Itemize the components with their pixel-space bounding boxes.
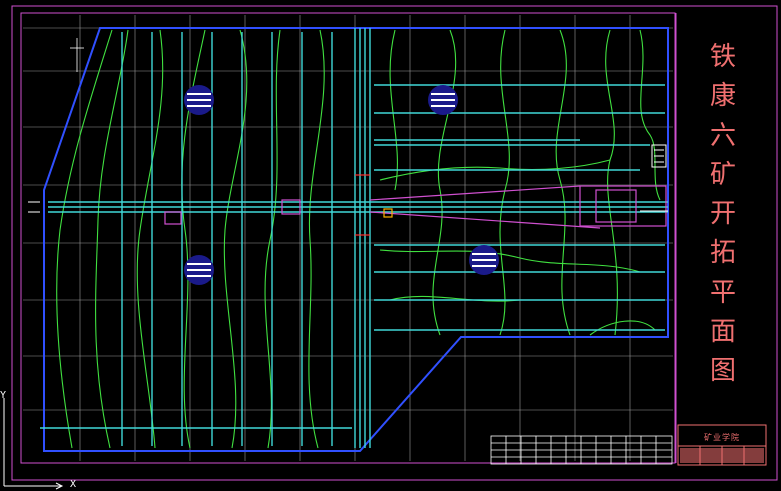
title-char: 平 — [709, 277, 736, 308]
inner-frame — [20, 12, 676, 464]
mine-boundary — [43, 27, 669, 452]
title-char: 拓 — [709, 238, 736, 269]
ucs-y-label: Y — [0, 390, 7, 401]
title-char: 铁 — [709, 42, 736, 72]
contour-lines — [56, 29, 661, 449]
crosshair-cursor — [70, 38, 84, 72]
title-char: 开 — [709, 199, 736, 229]
outer-frame — [11, 5, 778, 481]
panel-label-sw — [184, 255, 214, 285]
main-haulage — [164, 185, 667, 229]
panel-label-ne — [428, 85, 458, 115]
grid — [23, 15, 673, 461]
title-char: 矿 — [709, 159, 736, 190]
panel-label-nw — [184, 85, 214, 115]
institute-name: 矿业学院 — [704, 433, 740, 442]
shaft-station-detail — [28, 144, 668, 213]
ucs-icon — [3, 398, 64, 490]
institute-block — [677, 424, 767, 466]
panel-label-se — [469, 245, 499, 275]
title-char: 面 — [709, 316, 736, 347]
ucs-x-label: X — [70, 479, 77, 490]
shaft-markers — [355, 174, 393, 236]
drawing-title: 铁 康 六 矿 开 拓 平 面 图 — [697, 44, 749, 384]
title-char: 图 — [709, 356, 736, 386]
title-char: 六 — [709, 120, 736, 151]
title-char: 康 — [709, 81, 736, 112]
roadway-network — [40, 28, 668, 448]
title-block-table — [490, 435, 673, 465]
